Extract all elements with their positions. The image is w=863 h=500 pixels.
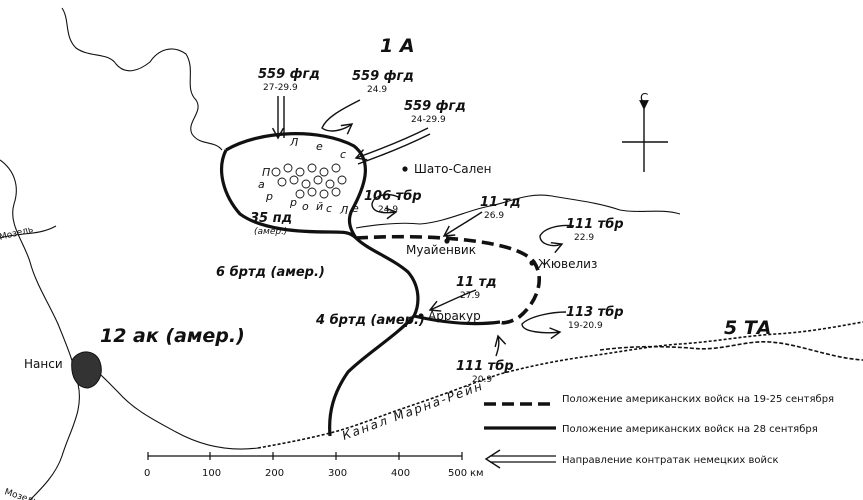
river-moselle-lower-label: Мозель	[3, 487, 39, 500]
forest-letter: а	[258, 178, 265, 191]
town-dot-juvelize	[529, 260, 535, 266]
legend: Положение американских войск на 19-25 се…	[484, 394, 834, 469]
forest-letter: П	[262, 166, 270, 179]
attack-unit-label: 111 тбр	[456, 359, 514, 374]
river-east	[355, 194, 681, 229]
scale-tick-label: 200	[265, 468, 284, 479]
compass-north-label: С	[640, 91, 648, 105]
attack-unit-label: 113 тбр	[566, 305, 624, 320]
legend-label-dashed: Положение американских войск на 19-25 се…	[562, 394, 834, 405]
attack-unit-label: 11 тд	[456, 275, 497, 290]
town-nancy: Нанси	[24, 357, 63, 371]
attack-date-label: 19-20.9	[568, 321, 603, 331]
position-sep19-25	[355, 234, 541, 325]
town-chateau-salins: Шато-Сален	[414, 162, 491, 176]
forest-letter: й	[316, 200, 323, 213]
attack-arrow	[371, 193, 401, 220]
legend-text-dashed: Положение американских войск на 19-25 се…	[562, 394, 834, 405]
river-moselle-branch	[0, 225, 57, 239]
scale-tick-label: 100	[202, 468, 221, 479]
attack-date-label: 27.9	[460, 291, 480, 301]
attack-unit-label: 11 тд	[480, 195, 521, 210]
attack-date-label: 22.9	[574, 233, 594, 243]
forest-letter: е	[352, 202, 359, 215]
forest-letter: Л	[289, 136, 298, 149]
attack-arrow	[494, 334, 507, 357]
attack-arrow	[354, 127, 429, 161]
svg-text:Л е с П: Л е с П а р р о й с Л е	[258, 136, 359, 217]
division-6brtd-label: 6 бртд (амер.)	[216, 265, 325, 280]
legend-label-solid: Положение американских войск на 28 сентя…	[562, 424, 818, 435]
attack-arrow	[442, 211, 483, 237]
town-dot-arracourt	[418, 313, 424, 319]
division-4brtd-label: 4 бртд (амер.)	[315, 313, 425, 328]
town-arracourt: Арракур	[428, 309, 481, 323]
attack-arrow	[521, 311, 567, 340]
counterattack-arrows	[271, 96, 575, 357]
scale-tick-label: 400	[391, 468, 410, 479]
scale-unit-label: км	[470, 468, 484, 479]
division-35pd-label: 35 пд	[250, 211, 292, 226]
forest-parroy: Л е с П а р р о й с Л е	[258, 136, 359, 217]
compass-rose: С	[622, 91, 668, 172]
canal-label: Канал Марна-Рейн	[340, 378, 485, 442]
position-sep28-forest-edge	[220, 149, 358, 240]
attack-arrow	[539, 224, 575, 254]
army-5ta-label: 5 ТА	[724, 317, 772, 339]
legend-text-solid: Положение американских войск на 28 сентя…	[562, 424, 818, 435]
attack-date-label: 26.9	[484, 211, 504, 221]
river-moselle-west	[0, 159, 80, 500]
attack-unit-label: 559 фгд	[258, 67, 320, 82]
forest-letter: е	[316, 140, 323, 153]
attack-unit-label: 111 тбр	[566, 217, 624, 232]
forest-letter: с	[326, 202, 332, 215]
river-moselle-upper-label: Мозель	[0, 225, 34, 243]
front-5ta	[599, 340, 863, 361]
attack-unit-label: 106 тбр	[364, 189, 422, 204]
town-markers	[402, 166, 535, 319]
scale-tick-label: 0	[144, 468, 150, 479]
forest-letter: р	[265, 190, 273, 203]
attack-arrow	[428, 289, 477, 312]
attack-date-label: 20.9	[472, 375, 492, 385]
forest-letter: с	[340, 148, 346, 161]
scale-tick-label: 500	[448, 468, 467, 479]
legend-swatch-arrow	[490, 455, 556, 463]
town-dot-chateau-salins	[402, 166, 408, 172]
nancy-city	[71, 351, 102, 389]
town-dot-moyenvic	[444, 238, 450, 244]
attack-unit-label: 559 фгд	[404, 99, 466, 114]
attack-date-label: 24-29.9	[411, 115, 446, 125]
legend-label-arrow: Направление контратак немецких войск	[562, 455, 779, 466]
forest-letter: о	[302, 200, 309, 213]
river-north	[61, 7, 223, 151]
division-35pd-sublabel: (амер.)	[254, 227, 287, 237]
scale-bar	[147, 452, 463, 460]
counterattack-labels: 559 фгд 27-29.9 559 фгд 24.9 559 фгд 24-…	[258, 67, 624, 385]
attack-unit-label: 559 фгд	[352, 69, 414, 84]
scale-tick-label: 300	[328, 468, 347, 479]
attack-date-label: 24.9	[367, 85, 387, 95]
forest-letter: Л	[339, 204, 348, 217]
river-nancy-branch	[77, 359, 259, 450]
attack-date-label: 24.9	[378, 205, 398, 215]
army-1a-label: 1 А	[380, 35, 415, 57]
forest-letter: р	[289, 196, 297, 209]
corps-12ak-label: 12 ак (амер.)	[100, 325, 245, 347]
attack-date-label: 27-29.9	[263, 83, 298, 93]
attack-arrow	[321, 99, 361, 135]
town-juvelize: Жювелиз	[538, 257, 597, 271]
position-sep28	[225, 132, 420, 437]
town-moyenvic: Муайенвик	[406, 243, 476, 257]
scale-labels: 0 100 200 300 400 500 км	[144, 468, 484, 479]
